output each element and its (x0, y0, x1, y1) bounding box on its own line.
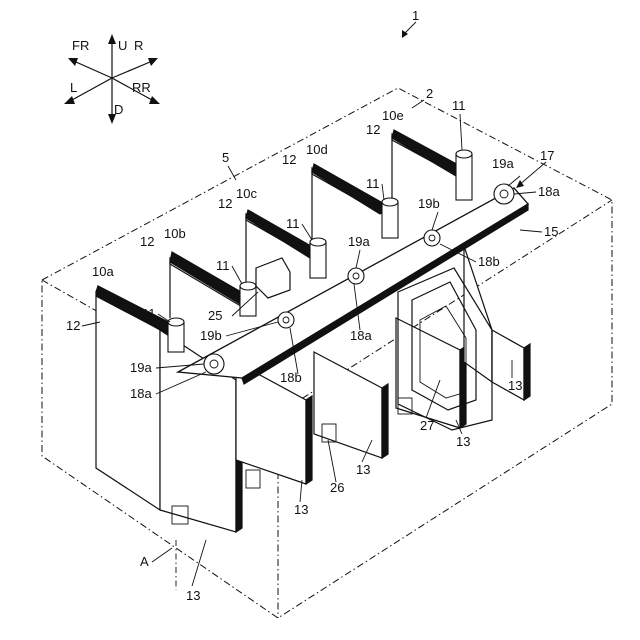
plate-13-label-2: 13 (294, 502, 308, 517)
hole-19b-label-2: 19b (418, 196, 440, 211)
plate-12-label-5: 12 (366, 122, 380, 137)
dir-fr-label: FR (72, 38, 89, 53)
ref-15-label: 15 (544, 224, 558, 239)
boss-11-label-3: 11 (286, 216, 300, 231)
ref-2-label: 2 (426, 86, 433, 101)
bosses (167, 149, 473, 353)
plate-12-label-1: 12 (66, 318, 80, 333)
part-18a-label-3: 18a (538, 184, 560, 199)
fin-10b-label: 10b (164, 226, 186, 241)
fin-10d-label: 10d (306, 142, 328, 157)
boss-11-label-5: 11 (452, 98, 466, 113)
rail-15 (175, 183, 529, 385)
dir-u-label: U (118, 38, 127, 53)
boss-11-label-4: 11 (366, 176, 380, 191)
hole-19a-label-1: 19a (130, 360, 152, 375)
boss-11-label-2: 11 (216, 258, 230, 273)
boss-11-label-1: 11 (142, 306, 156, 321)
dir-l-label: L (70, 80, 77, 95)
ref-1-group: 1 (402, 8, 419, 38)
ref-1-label: 1 (412, 8, 419, 23)
part-18b-label-2: 18b (478, 254, 500, 269)
plate-13-label-5: 13 (508, 378, 522, 393)
axis-a-label: A (140, 554, 149, 569)
leader-lines (81, 113, 547, 590)
dir-r-label: R (134, 38, 143, 53)
ref-17-label: 17 (540, 148, 554, 163)
ref-25-label: 25 (208, 308, 222, 323)
part-18a-label-1: 18a (130, 386, 152, 401)
part-18a-label-2: 18a (350, 328, 372, 343)
hole-19b-label-1: 19b (200, 328, 222, 343)
plate-13-label-4: 13 (456, 434, 470, 449)
dir-d-label: D (114, 102, 123, 117)
fin-10e-label: 10e (382, 108, 404, 123)
fin-labels: 10a 10b 10c 10d 10e 12 12 12 12 12 11 11… (66, 98, 560, 603)
direction-indicator: FR U R L RR D (64, 34, 160, 124)
fin-10a-label: 10a (92, 264, 114, 279)
upper-fins (95, 129, 465, 335)
plate-12-label-3: 12 (218, 196, 232, 211)
fin-10c-label: 10c (236, 186, 257, 201)
plate-12-label-2: 12 (140, 234, 154, 249)
dir-rr-label: RR (132, 80, 151, 95)
ref-5-label: 5 (222, 150, 229, 165)
lower-plates (95, 245, 531, 534)
plate-12-label-4: 12 (282, 152, 296, 167)
plate-13-label-1: 13 (186, 588, 200, 603)
hole-19a-label-2: 19a (348, 234, 370, 249)
part-18b-label-1: 18b (280, 370, 302, 385)
frame-25 (255, 257, 291, 299)
hole-19a-label-3: 19a (492, 156, 514, 171)
ref-26-label: 26 (330, 480, 344, 495)
ref-27-label: 27 (420, 418, 434, 433)
frame-27 (397, 267, 493, 431)
plate-13-label-3: 13 (356, 462, 370, 477)
